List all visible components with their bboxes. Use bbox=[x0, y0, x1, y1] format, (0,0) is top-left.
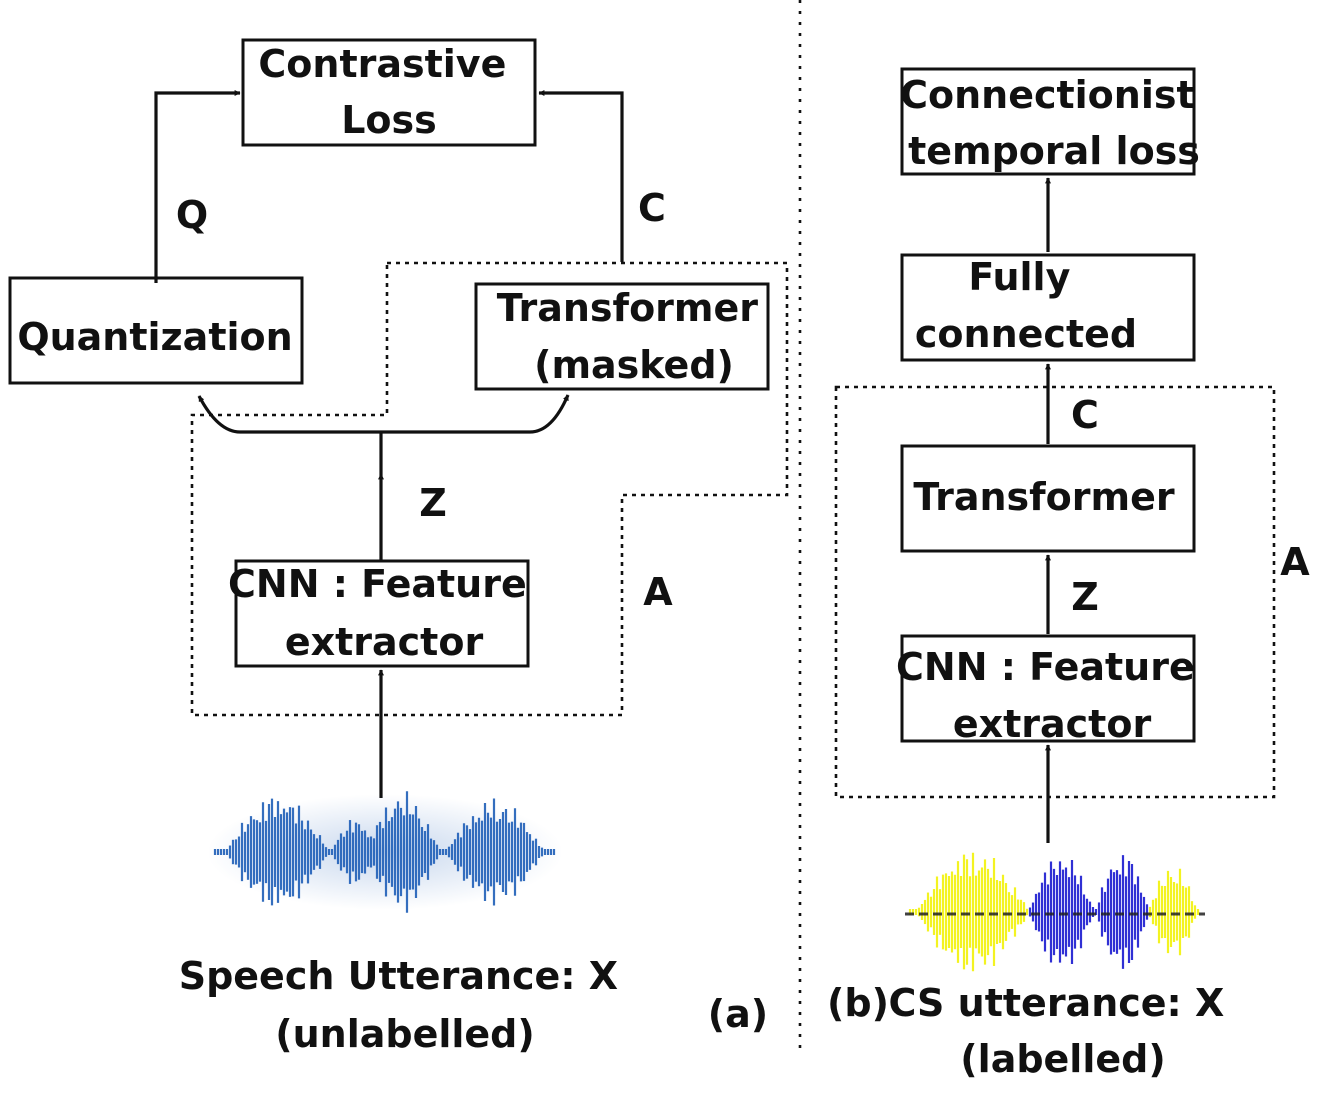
label-a: A bbox=[643, 570, 673, 614]
panel-b: Connectionist temporal loss Fully connec… bbox=[827, 67, 1310, 1081]
ctc-loss-box bbox=[900, 67, 1196, 176]
caption-a: Speech Utterance: X (unlabelled) bbox=[179, 954, 632, 1056]
label-z-b: Z bbox=[1071, 575, 1099, 619]
panel-label-a: (a) bbox=[708, 992, 768, 1036]
arrow-c-to-loss bbox=[538, 90, 624, 262]
transformer-box bbox=[900, 444, 1196, 553]
arrow-z-to-quantization bbox=[197, 395, 381, 434]
panel-label-b: (b) bbox=[827, 981, 889, 1025]
contrastive-loss-box bbox=[241, 38, 537, 147]
cs-waveform-icon bbox=[905, 852, 1205, 972]
label-q: Q bbox=[176, 193, 208, 237]
arrow-q-to-loss bbox=[154, 90, 241, 283]
quantization-label: Quantization bbox=[17, 315, 292, 359]
cnn-feature-extractor-label-b: CNN : Feature extractor bbox=[896, 645, 1208, 746]
transformer-masked-box bbox=[474, 282, 770, 391]
encoder-region-b bbox=[834, 385, 1276, 799]
quantization-box bbox=[8, 276, 304, 385]
speech-waveform-icon bbox=[207, 791, 563, 913]
label-z: Z bbox=[419, 481, 447, 525]
arrow-z-to-transformer bbox=[381, 394, 570, 434]
cnn-feature-extractor-label: CNN : Feature extractor bbox=[228, 562, 540, 664]
panel-a: Contrastive Loss Quantization Transforme… bbox=[8, 38, 789, 1056]
transformer-label: Transformer bbox=[913, 475, 1175, 519]
label-c-b: C bbox=[1071, 393, 1099, 437]
caption-b: CS utterance: X (labelled) bbox=[888, 981, 1237, 1081]
cnn-feature-extractor-box bbox=[234, 559, 530, 668]
encoder-region-a bbox=[190, 261, 789, 717]
contrastive-loss-label: Contrastive Loss bbox=[258, 42, 519, 142]
cnn-feature-extractor-box-b bbox=[900, 634, 1196, 743]
ctc-loss-label: Connectionist temporal loss bbox=[900, 73, 1208, 173]
label-c: C bbox=[638, 186, 666, 230]
label-a-b: A bbox=[1280, 540, 1310, 584]
fully-connected-box bbox=[900, 253, 1196, 362]
fully-connected-label: Fully connected bbox=[915, 255, 1137, 356]
transformer-masked-label: Transformer (masked) bbox=[497, 286, 772, 387]
